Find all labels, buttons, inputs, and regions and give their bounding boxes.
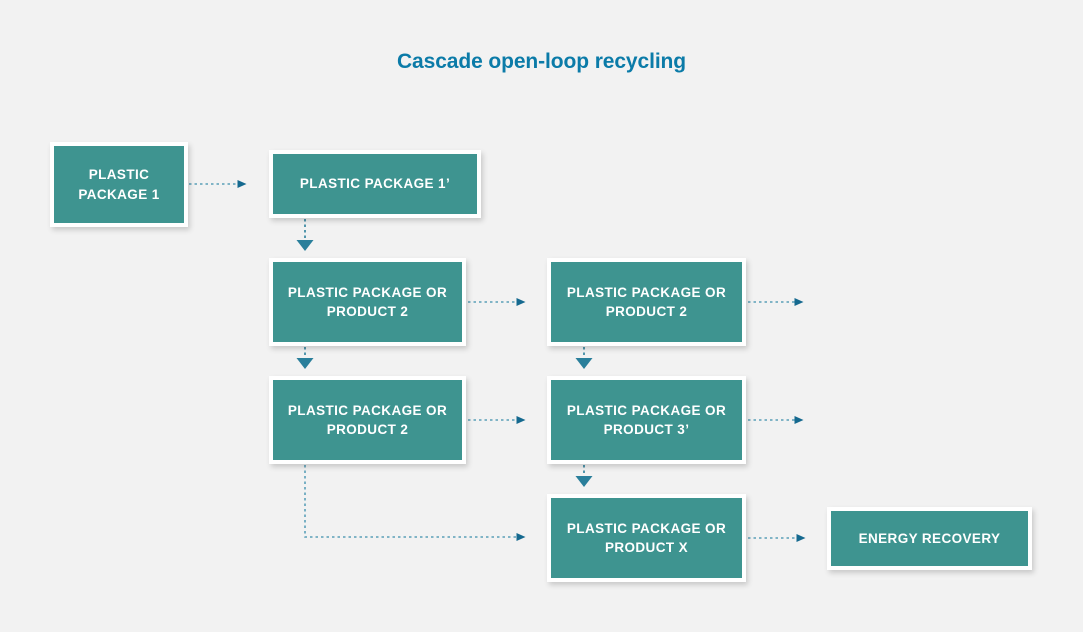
connector-product-2c-elbow-to-x [304,465,526,541]
node-package-or-product-3-prime[interactable]: PLASTIC PACKAGE OR PRODUCT 3’ [547,376,746,464]
node-label: ENERGY RECOVERY [858,530,1001,546]
node-label: PLASTIC PACKAGE 1’ [299,176,451,192]
node-package-or-product-x[interactable]: PLASTIC PACKAGE OR PRODUCT X [547,494,746,582]
node-plastic-package-1-prime[interactable]: PLASTIC PACKAGE 1’ [269,150,481,218]
node-label: PLASTIC PACKAGE OR PRODUCT 2 [287,402,448,437]
node-label: PLASTIC PACKAGE 1 [78,167,160,202]
node-package-or-product-2-c[interactable]: PLASTIC PACKAGE OR PRODUCT 2 [269,376,466,464]
node-package-or-product-2-b[interactable]: PLASTIC PACKAGE OR PRODUCT 2 [547,258,746,346]
node-label: PLASTIC PACKAGE OR PRODUCT 2 [566,284,727,319]
node-label: PLASTIC PACKAGE OR PRODUCT 3’ [566,402,727,437]
node-label: PLASTIC PACKAGE OR PRODUCT 2 [287,284,448,319]
node-energy-recovery[interactable]: ENERGY RECOVERY [827,507,1032,570]
node-plastic-package-1[interactable]: PLASTIC PACKAGE 1 [50,142,188,227]
page-title: Cascade open-loop recycling [396,50,687,73]
node-label: PLASTIC PACKAGE OR PRODUCT X [566,520,727,555]
node-package-or-product-2-a[interactable]: PLASTIC PACKAGE OR PRODUCT 2 [269,258,466,346]
